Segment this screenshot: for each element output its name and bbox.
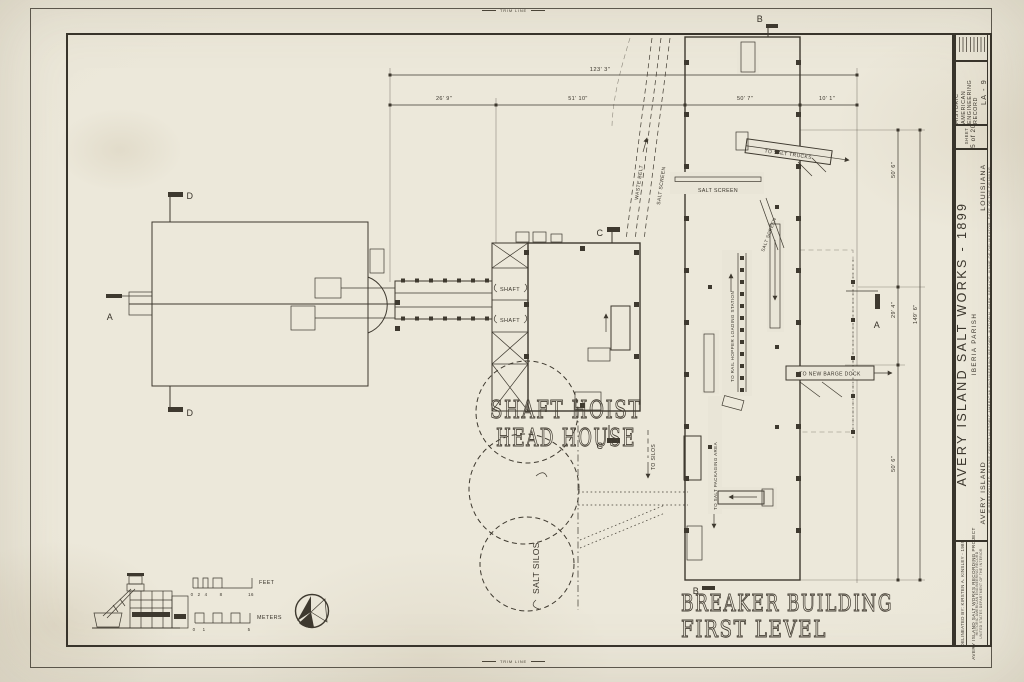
feet-tick-0: 0 bbox=[191, 592, 194, 597]
breaker-building: SALT SCREEN SALT SCREEN TO SALT TRUCKS bbox=[670, 14, 893, 596]
dim-right3: 50' 6" bbox=[891, 456, 897, 472]
barge-dock-chute: TO NEW BARGE DOCK bbox=[785, 365, 893, 398]
breaker-title-2: FIRST LEVEL bbox=[681, 617, 827, 643]
scale-feet: 0 2 4 8 16 FEET bbox=[191, 577, 275, 597]
head-house-title-1: SHAFT HOIST bbox=[490, 396, 642, 424]
breaker-title-1: BREAKER BUILDING bbox=[681, 591, 893, 617]
salt-silos-label: SALT SILOS bbox=[531, 542, 541, 594]
structure-title-box: AVERY ISLAND SALT WORKS - 1899 IBERIA PA… bbox=[955, 148, 988, 540]
meters-tick-5: 5 bbox=[248, 627, 251, 632]
key-vignette bbox=[92, 573, 189, 629]
shaft-label-1: SHAFT bbox=[500, 287, 520, 293]
delineator-box: DELINEATED BY: KIRSTEN A. KINSLEY - 1989… bbox=[955, 527, 988, 659]
salt-trucks-chute: TO SALT TRUCKS bbox=[744, 138, 850, 166]
feet-tick-4: 4 bbox=[205, 592, 208, 597]
section-marker-c-top: C bbox=[597, 227, 620, 243]
left-mill-building: A D D bbox=[106, 191, 400, 418]
to-new-barge-dock-label: TO NEW BARGE DOCK bbox=[799, 372, 861, 378]
dim-right-total: 149' 6" bbox=[913, 304, 919, 324]
silo-conveyor-lines: TO SILOS bbox=[577, 411, 688, 610]
trim-mark-bottom: TRIM LINE bbox=[482, 659, 545, 664]
marker-c-top-label: C bbox=[597, 228, 604, 238]
drawing-frame bbox=[66, 33, 954, 647]
sheet-box: SHEET 5 of 20 bbox=[955, 124, 988, 148]
plan-titles: SHAFT HOIST HEAD HOUSE BREAKER BUILDING … bbox=[490, 396, 893, 644]
north-arrow bbox=[294, 593, 330, 629]
structure-name: AVERY ISLAND SALT WORKS - 1899 bbox=[955, 201, 970, 487]
construction-lines bbox=[389, 37, 925, 583]
salt-screen-left-label: SALT SCREEN bbox=[656, 166, 667, 205]
marker-b-top-label: B bbox=[757, 14, 763, 24]
mini-scale-ruler bbox=[959, 37, 987, 52]
section-marker-d-top: D bbox=[168, 191, 194, 222]
credit-line: IF REPRODUCED, PLEASE CREDIT HISTORIC AM… bbox=[988, 166, 993, 514]
waste-belt-run: WASTE BELT SALT SCREEN bbox=[625, 37, 671, 241]
state-name: LOUISIANA bbox=[979, 163, 987, 211]
credit-strip: IF REPRODUCED, PLEASE CREDIT HISTORIC AM… bbox=[988, 33, 993, 647]
title-block-frame bbox=[954, 33, 992, 647]
section-marker-a-right: A bbox=[846, 290, 880, 330]
salt-screen-bar-label: SALT SCREEN bbox=[698, 188, 738, 194]
dim-seg4: 10' 1" bbox=[819, 96, 835, 102]
feet-tick-2: 2 bbox=[198, 592, 201, 597]
delineator-credit: DELINEATED BY: KIRSTEN A. KINSLEY - 1989 bbox=[959, 540, 965, 647]
sheet-number: 5 of 20 bbox=[970, 124, 978, 148]
marker-b-bottom-label: B bbox=[693, 586, 699, 596]
head-house-title-2: HEAD HOUSE bbox=[496, 424, 636, 452]
marker-a-left-label: A bbox=[107, 312, 113, 322]
to-salt-packaging-label: TO SALT PACKAGING AREA bbox=[713, 442, 718, 510]
column-markers-headhouse bbox=[524, 246, 639, 408]
trim-mark-top: TRIM LINE bbox=[482, 8, 545, 13]
east-column-line bbox=[851, 260, 855, 440]
trim-mark-top-label: TRIM LINE bbox=[500, 8, 527, 13]
to-silos-label: TO SILOS bbox=[651, 444, 657, 470]
meters-tick-1: 1 bbox=[203, 627, 206, 632]
dim-seg3: 50' 7" bbox=[737, 96, 753, 102]
section-marker-b-top: B bbox=[757, 14, 778, 37]
dim-right1: 50' 6" bbox=[891, 162, 897, 178]
marker-d-bottom-label: D bbox=[187, 408, 194, 418]
marker-d-top-label: D bbox=[187, 191, 194, 201]
dimensions-right: 50' 6" 29' 4" 50' 6" 149' 6" A bbox=[846, 128, 922, 582]
meters-tick-0: 0 bbox=[193, 627, 196, 632]
dim-total-top: 123' 3" bbox=[590, 67, 610, 73]
section-marker-c-bottom: C bbox=[597, 425, 620, 451]
hopper-belt-buckets bbox=[740, 256, 744, 392]
section-marker-a-left: A bbox=[106, 294, 152, 322]
marker-a-right-label: A bbox=[874, 320, 880, 330]
dim-right2: 29' 4" bbox=[891, 302, 897, 318]
scale-bars: 0 2 4 8 16 FEET 0 1 5 METERS bbox=[191, 577, 282, 632]
feet-tick-16: 16 bbox=[248, 592, 254, 597]
meters-label: METERS bbox=[257, 615, 282, 621]
project-sub2: UNITED STATES DEPARTMENT OF THE INTERIOR bbox=[978, 548, 983, 639]
column-markers-breaker bbox=[684, 60, 801, 533]
waste-belt-label: WASTE BELT bbox=[634, 165, 645, 201]
agency-line2: ENGINEERING RECORD bbox=[966, 79, 980, 124]
dim-seg2: 51' 10" bbox=[568, 96, 588, 102]
feet-tick-8: 8 bbox=[220, 592, 223, 597]
trim-mark-bottom-label: TRIM LINE bbox=[500, 659, 527, 664]
conveyor-bridge bbox=[394, 278, 493, 321]
section-marker-d-bottom: D bbox=[168, 386, 194, 418]
head-house: SHAFT SHAFT C bbox=[491, 227, 641, 451]
location-name: AVERY ISLAND bbox=[979, 461, 987, 525]
feet-label: FEET bbox=[259, 580, 275, 586]
agency-line1: HISTORIC AMERICAN bbox=[954, 90, 967, 124]
bridge-ties bbox=[401, 278, 489, 321]
marker-c-bottom-label: C bbox=[597, 441, 604, 451]
parish-name: IBERIA PARISH bbox=[970, 312, 978, 376]
shaft-label-2: SHAFT bbox=[500, 318, 520, 324]
agency-box: HISTORIC AMERICAN ENGINEERING RECORD LA … bbox=[954, 60, 988, 124]
to-rail-hopper-label: TO RAIL HOPPER LOADING STATION bbox=[730, 291, 735, 382]
dim-seg1: 26' 9" bbox=[436, 96, 452, 102]
scale-meters: 0 1 5 METERS bbox=[193, 612, 282, 632]
dimensions-top: 123' 3" 26' 9" 51' 10" 50' 7" 10' 1" bbox=[388, 67, 859, 107]
section-marker-b-bottom: B bbox=[693, 586, 715, 596]
